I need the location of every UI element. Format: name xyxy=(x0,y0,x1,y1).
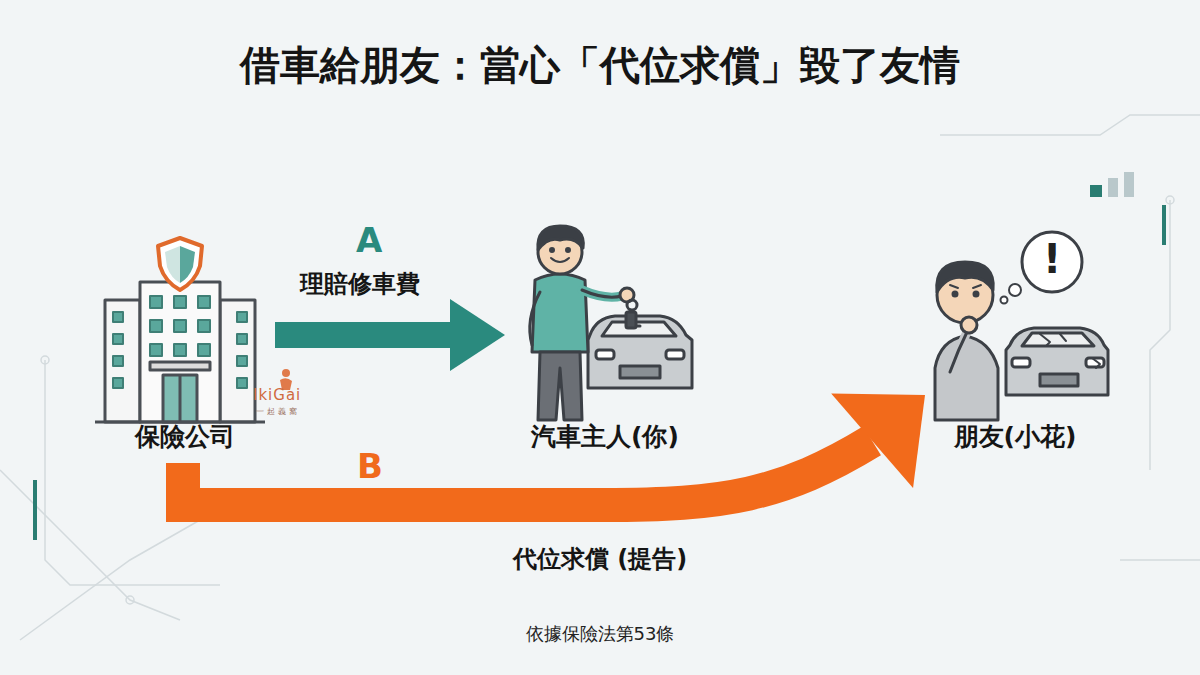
decor-lines xyxy=(0,115,1200,640)
arrow-head xyxy=(450,299,505,371)
connector-arrow xyxy=(275,299,505,371)
figure-node: 保險公司 xyxy=(95,230,275,455)
logo-text: IkiGai xyxy=(253,386,301,404)
exclamation-mark: ! xyxy=(1040,236,1064,282)
figure-node: 朋友(小花) xyxy=(925,230,1105,455)
friend-figure xyxy=(935,232,1108,420)
connector-arrow xyxy=(183,394,925,505)
connector-shaft xyxy=(275,322,450,348)
arrow-head xyxy=(831,394,925,488)
edge-label: 理賠修車費 xyxy=(300,268,420,300)
node-label: 朋友(小花) xyxy=(905,420,1125,453)
node-label: 保險公司 xyxy=(75,420,295,453)
edge-label: 代位求償 (提告) xyxy=(400,543,800,575)
callout-letter: A xyxy=(356,220,382,260)
owner-figure xyxy=(530,226,692,420)
node-label: 汽車主人(你) xyxy=(485,420,725,453)
decor-bars xyxy=(33,172,1166,540)
connector-shaft xyxy=(183,441,872,505)
figure-node: 汽車主人(你) xyxy=(505,230,705,455)
caption: 依據保險法第53條 xyxy=(0,622,1200,646)
title: 借車給朋友：當心「代位求償」毀了友情 xyxy=(0,38,1200,93)
building-icon xyxy=(95,238,265,422)
callout-letter: B xyxy=(357,446,383,486)
logo-subtext: 一起義窩 xyxy=(256,406,300,417)
